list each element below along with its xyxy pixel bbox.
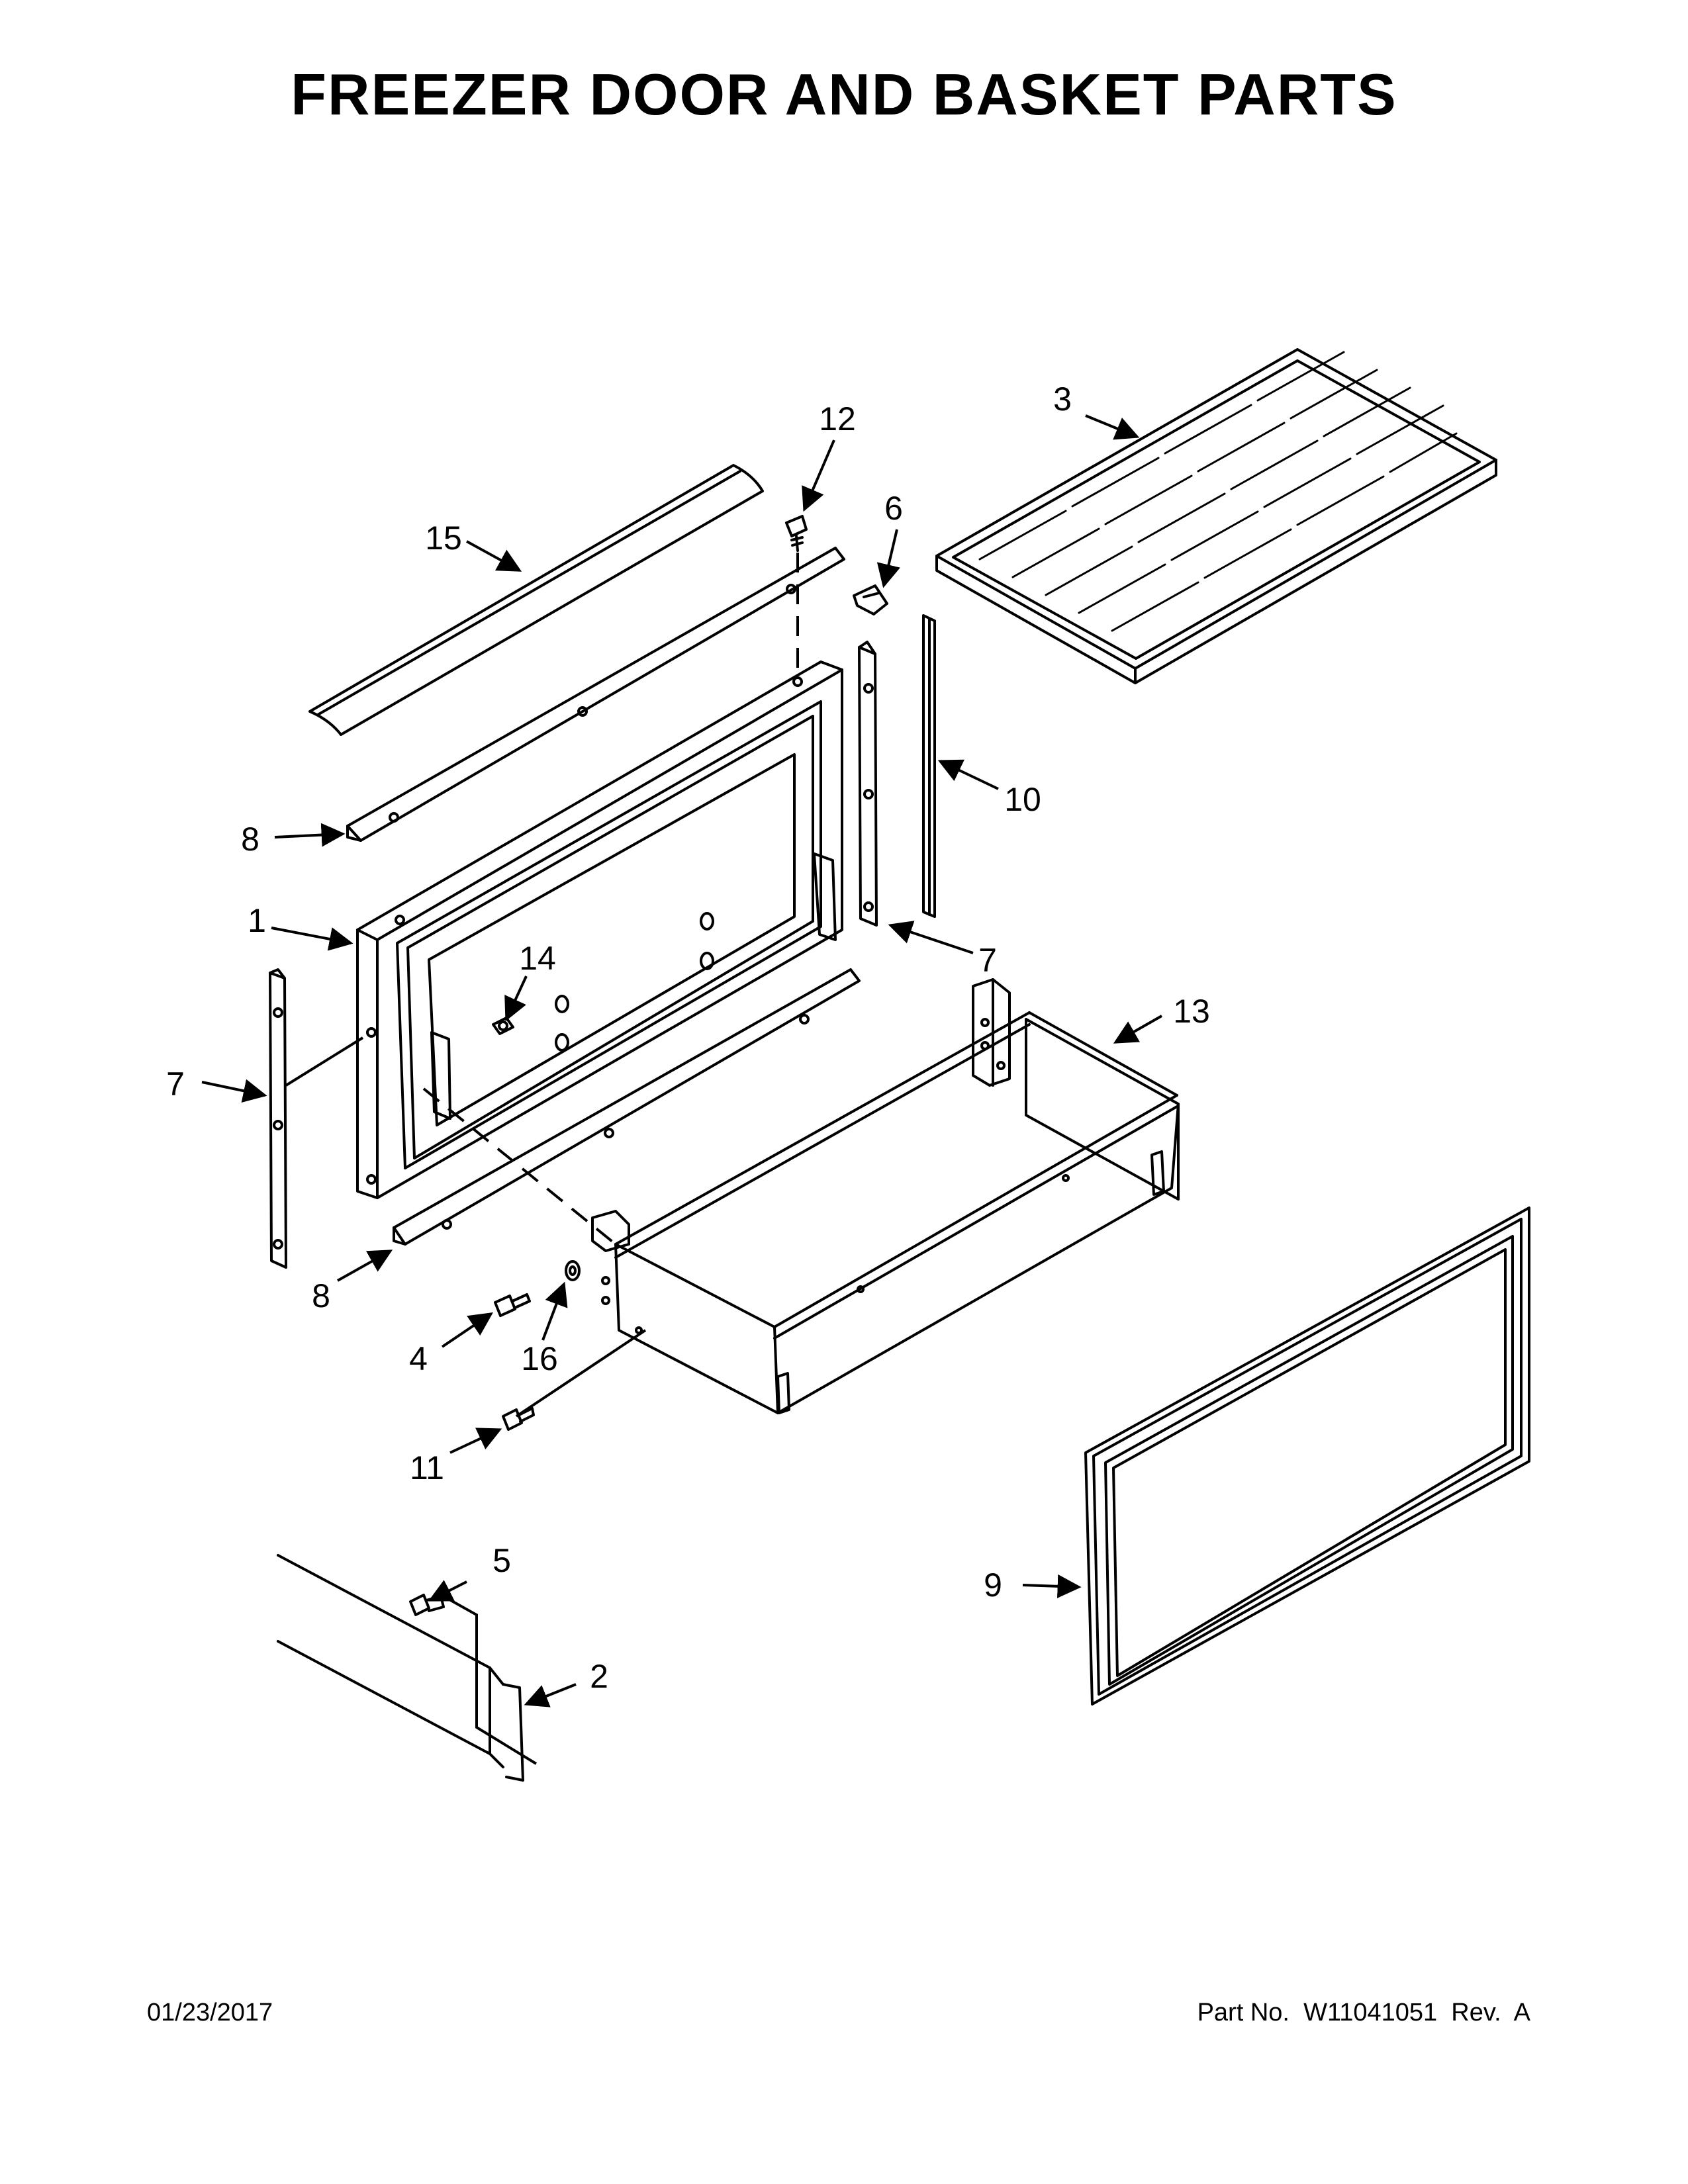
leader-14 bbox=[504, 976, 528, 1022]
leader-1 bbox=[271, 927, 353, 951]
callout-14: 14 bbox=[519, 940, 556, 977]
right-side-bracket-part bbox=[858, 641, 878, 927]
callout-7-left: 7 bbox=[166, 1066, 185, 1103]
freezer-basket-bin-part bbox=[591, 978, 1180, 1414]
callout-16: 16 bbox=[521, 1340, 558, 1377]
callout-7-right: 7 bbox=[978, 942, 997, 979]
callout-11: 11 bbox=[410, 1449, 444, 1486]
leader-16 bbox=[541, 1281, 568, 1341]
leader-6 bbox=[876, 529, 900, 588]
clip-part bbox=[853, 584, 888, 615]
lower-door-rail-part bbox=[393, 968, 861, 1246]
leader-8-upper bbox=[274, 823, 346, 847]
door-nut-part bbox=[492, 1017, 514, 1035]
leader-11 bbox=[449, 1428, 502, 1454]
callout-15: 15 bbox=[425, 520, 462, 557]
left-side-bracket-part bbox=[269, 968, 287, 1269]
door-screw-part bbox=[785, 515, 808, 552]
slide-screw-part bbox=[502, 1407, 535, 1431]
leader-12 bbox=[802, 439, 835, 512]
callout-12: 12 bbox=[819, 400, 856, 437]
panel-screw-part bbox=[409, 1594, 445, 1616]
upper-door-rail-part bbox=[346, 547, 845, 842]
callout-1: 1 bbox=[248, 902, 266, 939]
leader-3 bbox=[1085, 414, 1140, 440]
callout-9: 9 bbox=[984, 1567, 1002, 1604]
top-trim-cap-part bbox=[308, 464, 764, 736]
leader-15 bbox=[466, 540, 522, 572]
washer-part bbox=[565, 1260, 581, 1281]
leader-10 bbox=[937, 759, 999, 790]
callout-8-upper: 8 bbox=[241, 821, 259, 858]
footer-date: 01/23/2017 bbox=[147, 1999, 273, 2026]
callout-10: 10 bbox=[1004, 781, 1041, 818]
callout-3: 3 bbox=[1053, 381, 1072, 418]
leader-13 bbox=[1113, 1015, 1162, 1044]
footer-part-number: Part No. W11041051 Rev. A bbox=[1197, 1999, 1530, 2026]
callout-6: 6 bbox=[884, 490, 903, 527]
freezer-door-panel-part bbox=[356, 660, 843, 1199]
leader-7-left bbox=[201, 1079, 267, 1103]
leader-7-right bbox=[888, 921, 974, 954]
leader-5 bbox=[428, 1580, 467, 1602]
callout-4: 4 bbox=[409, 1340, 428, 1377]
leader-4 bbox=[441, 1312, 493, 1348]
lower-panel-part bbox=[277, 1554, 524, 1782]
leader-8-lower bbox=[337, 1250, 393, 1282]
leader-2 bbox=[524, 1683, 577, 1707]
basket-tray-part bbox=[935, 348, 1497, 684]
leader-9 bbox=[1022, 1574, 1082, 1598]
vertical-strip-part bbox=[922, 614, 936, 918]
callout-8-lower: 8 bbox=[312, 1277, 330, 1314]
callout-2: 2 bbox=[590, 1658, 608, 1695]
basket-screw-part bbox=[494, 1293, 531, 1317]
callout-13: 13 bbox=[1173, 993, 1210, 1030]
callout-5: 5 bbox=[492, 1542, 511, 1579]
page-title: FREEZER DOOR AND BASKET PARTS bbox=[291, 62, 1397, 127]
door-gasket-part bbox=[1084, 1206, 1530, 1706]
